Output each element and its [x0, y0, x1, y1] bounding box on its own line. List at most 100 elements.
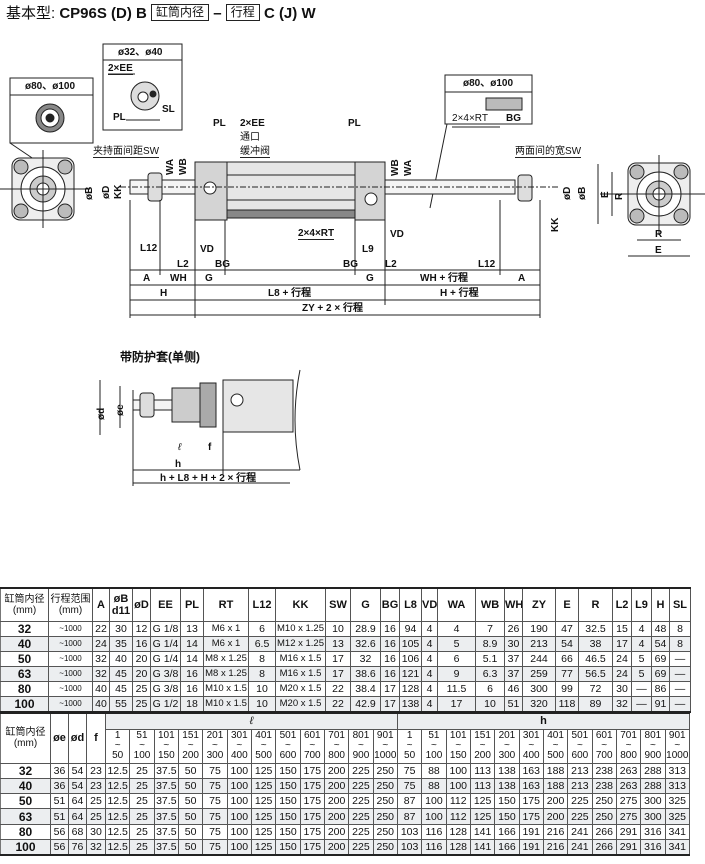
table-cell: 76	[68, 839, 87, 856]
table-cell: 17	[325, 665, 351, 682]
table-cell: —	[631, 680, 652, 697]
range-header: 101 ~ 150	[445, 728, 471, 764]
table-cell: 125	[250, 793, 277, 810]
table-cell: 86	[651, 680, 670, 697]
table-cell: 17	[612, 635, 632, 652]
range-header: 301 ~ 400	[226, 728, 252, 764]
table-cell: 175	[299, 793, 325, 810]
l12-right-label: L12	[478, 259, 496, 270]
range-header: 201 ~ 300	[494, 728, 520, 764]
inset-80-100-right	[429, 74, 533, 209]
table-cell: 5	[631, 650, 652, 667]
flat-width-label: 两面间的宽SW	[515, 146, 582, 158]
table-cell: 125	[469, 793, 496, 810]
group-l: ℓ	[105, 712, 398, 730]
cylinder-side-view	[120, 161, 560, 318]
col-od: ød	[68, 712, 87, 764]
table-cell: 200	[323, 793, 350, 810]
table-cell: 23	[86, 777, 106, 795]
table-cell: 200	[542, 808, 569, 825]
table-cell: 12.5	[104, 823, 131, 840]
table-cell: 30	[86, 823, 106, 840]
table-cell: 163	[518, 762, 544, 779]
table-cell: 100	[421, 808, 447, 825]
table-cell: 14	[180, 635, 204, 652]
table-cell: —	[631, 695, 652, 712]
table-cell: M6 x 1	[203, 620, 249, 637]
table-cell: G 1/8	[150, 620, 181, 637]
table-cell: 291	[615, 823, 642, 840]
table-cell: 9	[437, 665, 476, 682]
table-cell: 32	[92, 650, 110, 667]
table-cell: 225	[348, 777, 374, 795]
dimension-drawing: ø32、ø40 2×EE PL SL ø80、ø100 PL 2×EE 通口 缓…	[0, 43, 705, 486]
col-header: L12	[248, 587, 276, 622]
table-cell: 125	[250, 839, 277, 856]
table-cell: 175	[299, 823, 325, 840]
range-header: 51 ~ 100	[129, 728, 155, 764]
table-cell: 20	[132, 650, 151, 667]
drawing-lines	[0, 43, 705, 486]
table-cell: 12.5	[104, 808, 131, 825]
table-cell: 35	[109, 635, 133, 652]
table-cell: M12 x 1.25	[275, 635, 326, 652]
table-cell: 200	[542, 793, 569, 810]
table-cell: 50	[0, 793, 51, 810]
table-cell: 12.5	[104, 793, 131, 810]
range-header: 1 ~ 50	[396, 728, 423, 764]
table-cell: 105	[399, 635, 422, 652]
table-cell: 12	[132, 620, 151, 637]
table-cell: 16	[380, 665, 400, 682]
table-cell: 113	[469, 777, 496, 795]
table-cell: 200	[323, 823, 350, 840]
table-cell: M6 x 1	[203, 635, 249, 652]
table-cell: 4	[421, 620, 438, 637]
table-cell: 8	[669, 635, 691, 652]
table-cell: 87	[396, 808, 423, 825]
range-header: 151 ~ 200	[177, 728, 204, 764]
table-cell: 10	[325, 620, 351, 637]
table-group-row: 缸筒内径 (mm) øe ød f ℓ h	[0, 712, 691, 764]
table-cell: 150	[275, 762, 301, 779]
table-cell: M10 x 1.5	[203, 695, 249, 712]
table-cell: 32.5	[578, 620, 613, 637]
table-cell: M16 x 1.5	[275, 650, 326, 667]
table-cell: 54	[68, 777, 87, 795]
table-cell: 150	[494, 793, 520, 810]
vd-label: VD	[200, 244, 214, 255]
jacket-dimension-table: 缸筒内径 (mm) øe ød f ℓ h 1 ~ 50 51 ~ 100 101 …	[0, 712, 691, 856]
table-cell: 45	[109, 680, 133, 697]
table-cell: 22	[325, 680, 351, 697]
table-cell: 56	[50, 823, 69, 840]
table-cell: 150	[275, 839, 301, 856]
table-cell: 188	[542, 762, 569, 779]
table-cell: 25	[129, 823, 155, 840]
wh-label: WH	[170, 273, 187, 284]
cushion-valve-label: 缓冲阀	[240, 146, 270, 158]
table-cell: 188	[542, 777, 569, 795]
table-cell: 54	[68, 762, 87, 779]
table-cell: 100	[0, 695, 49, 712]
col-bore: 缸筒内径 (mm)	[0, 712, 51, 764]
table-cell: 54	[651, 635, 670, 652]
pl-right-label: PL	[348, 118, 361, 129]
table-cell: 40	[0, 777, 51, 795]
rt-label: 2×4×RT	[298, 228, 335, 240]
table-cell: 25	[129, 762, 155, 779]
table-cell: 16	[180, 665, 204, 682]
table-cell: 244	[522, 650, 556, 667]
table-cell: 5	[631, 665, 652, 682]
wb-label: WB	[178, 158, 189, 175]
jacket-h-label: h	[175, 459, 182, 470]
table-cell: 56.5	[578, 665, 613, 682]
table-cell: 225	[348, 823, 374, 840]
table-cell: 250	[591, 793, 617, 810]
col-header: G	[350, 587, 381, 622]
table-cell: 166	[494, 823, 520, 840]
table-cell: 325	[664, 793, 691, 810]
table-cell: 75	[202, 823, 228, 840]
table-cell: —	[669, 650, 691, 667]
